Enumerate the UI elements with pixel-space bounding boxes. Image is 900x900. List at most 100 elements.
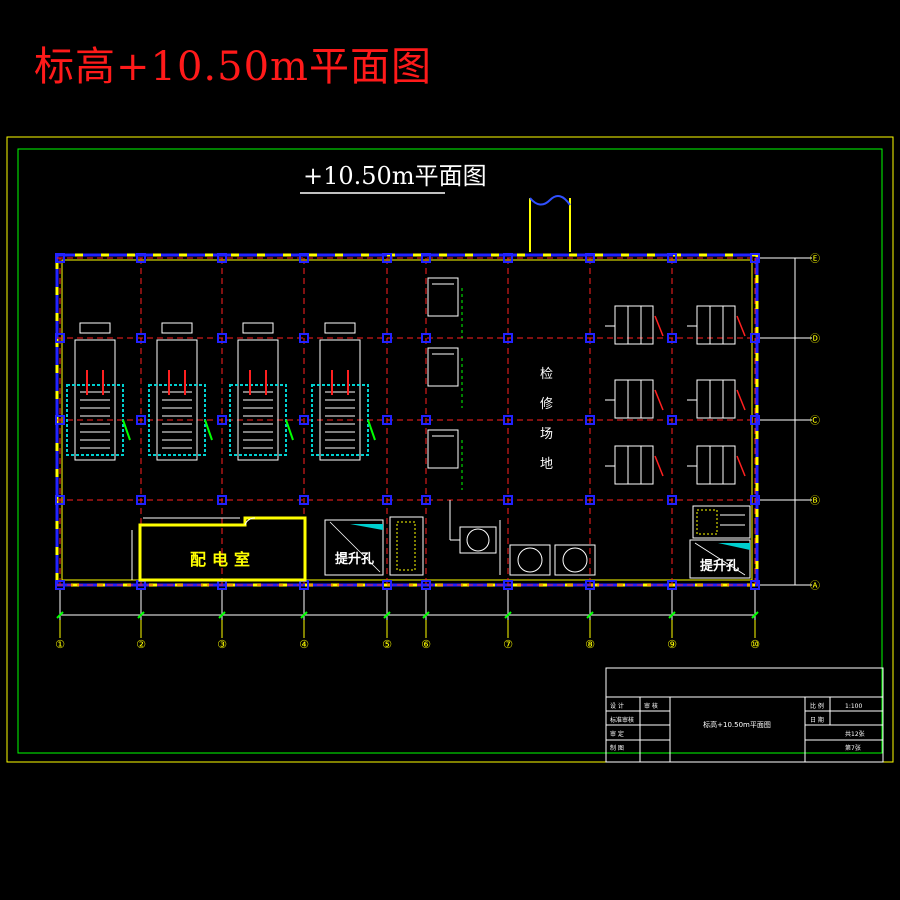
maintenance-char-4: 地 <box>540 457 553 472</box>
equipment-units-middle <box>427 277 463 490</box>
axis-label-7: ⑦ <box>503 638 513 651</box>
column-7-2 <box>503 333 513 343</box>
right-unit-red <box>736 315 746 337</box>
mid-unit-frame <box>427 277 459 317</box>
right-unit-3 <box>605 379 664 419</box>
axis-grid <box>57 257 800 586</box>
stairs-left <box>389 516 424 576</box>
column-2-4 <box>136 495 146 505</box>
axis-label-3: ③ <box>217 638 227 651</box>
distribution-room: 配电室 <box>131 516 307 582</box>
equipment-unit-4 <box>311 322 376 461</box>
mid-unit-1 <box>427 277 463 338</box>
equipment-unit-1 <box>66 322 131 461</box>
column-8-5 <box>585 580 595 590</box>
column-4-2 <box>299 333 309 343</box>
column-3-4 <box>217 495 227 505</box>
unit-green <box>204 419 213 441</box>
right-unit-red <box>654 455 664 477</box>
column-10-3 <box>750 415 760 425</box>
axis-label-1: ① <box>55 638 65 651</box>
column-8-4 <box>585 495 595 505</box>
column-1-5 <box>55 580 65 590</box>
axis-label-r-2: Ⓓ <box>810 333 820 345</box>
column-3-2 <box>217 333 227 343</box>
column-4-4 <box>299 495 309 505</box>
column-5-2 <box>382 333 392 343</box>
column-8-3 <box>585 415 595 425</box>
dim-tick-5 <box>383 611 391 619</box>
column-9-5 <box>667 580 677 590</box>
axis-label-2: ② <box>136 638 146 651</box>
unit-top <box>79 322 111 334</box>
axis-label-10: ⑩ <box>750 638 760 651</box>
mid-unit-frame <box>427 429 459 469</box>
column-2-3 <box>136 415 146 425</box>
dim-tick-6 <box>422 611 430 619</box>
dim-tick-1 <box>56 611 64 619</box>
right-unit-frame <box>614 305 654 345</box>
right-unit-1 <box>605 305 664 345</box>
column-5-5 <box>382 580 392 590</box>
column-2-2 <box>136 333 146 343</box>
right-unit-6 <box>687 445 746 485</box>
hoist-hole-right: 提升孔 <box>689 539 751 579</box>
drawing-title: +10.50m平面图 <box>303 162 487 190</box>
right-unit-red <box>736 455 746 477</box>
maintenance-char-1: 检 <box>540 367 553 382</box>
column-4-1 <box>299 253 309 263</box>
column-1-3 <box>55 415 65 425</box>
right-unit-2 <box>687 305 746 345</box>
dimension-lines <box>60 258 796 616</box>
distribution-room-label: 配电室 <box>190 550 256 569</box>
dim-tick-3 <box>218 611 226 619</box>
axis-label-r-4: Ⓑ <box>810 495 820 507</box>
column-7-4 <box>503 495 513 505</box>
tb-left-label-1: 设 计 <box>610 702 624 710</box>
right-unit-frame <box>696 445 736 485</box>
dim-tick-10 <box>751 611 759 619</box>
equipment-units-left <box>66 322 376 461</box>
unit-green <box>285 419 294 441</box>
column-9-3 <box>667 415 677 425</box>
unit-top <box>324 322 356 334</box>
axis-label-r-3: Ⓒ <box>810 415 820 427</box>
mid-unit-2 <box>427 347 463 408</box>
right-unit-5 <box>605 445 664 485</box>
unit-frame <box>319 339 361 461</box>
unit-top <box>161 322 193 334</box>
hoist-hole-right-label: 提升孔 <box>700 558 739 574</box>
axis-label-4: ④ <box>299 638 309 651</box>
inner-frame <box>17 148 883 754</box>
mid-unit-3 <box>427 429 463 490</box>
column-1-1 <box>55 253 65 263</box>
column-10-5 <box>750 580 760 590</box>
axis-label-r-5: Ⓐ <box>810 580 820 592</box>
outer-frame <box>6 136 894 763</box>
column-8-2 <box>585 333 595 343</box>
unit-green <box>122 419 131 441</box>
column-6-2 <box>421 333 431 343</box>
column-9-1 <box>667 253 677 263</box>
column-8-1 <box>585 253 595 263</box>
maintenance-char-3: 场 <box>540 427 553 442</box>
axis-label-8: ⑧ <box>585 638 595 651</box>
columns <box>55 253 760 590</box>
column-2-1 <box>136 253 146 263</box>
unit-top <box>242 322 274 334</box>
column-5-1 <box>382 253 392 263</box>
column-10-2 <box>750 333 760 343</box>
column-1-4 <box>55 495 65 505</box>
unit-green <box>367 419 376 441</box>
maintenance-char-2: 修 <box>540 397 553 412</box>
tb-left-label-3: 审 定 <box>610 730 624 738</box>
right-unit-frame <box>696 305 736 345</box>
right-unit-frame <box>696 379 736 419</box>
right-unit-4 <box>687 379 746 419</box>
mid-unit-frame <box>427 347 459 387</box>
right-unit-red <box>654 389 664 411</box>
column-6-5 <box>421 580 431 590</box>
column-7-1 <box>503 253 513 263</box>
